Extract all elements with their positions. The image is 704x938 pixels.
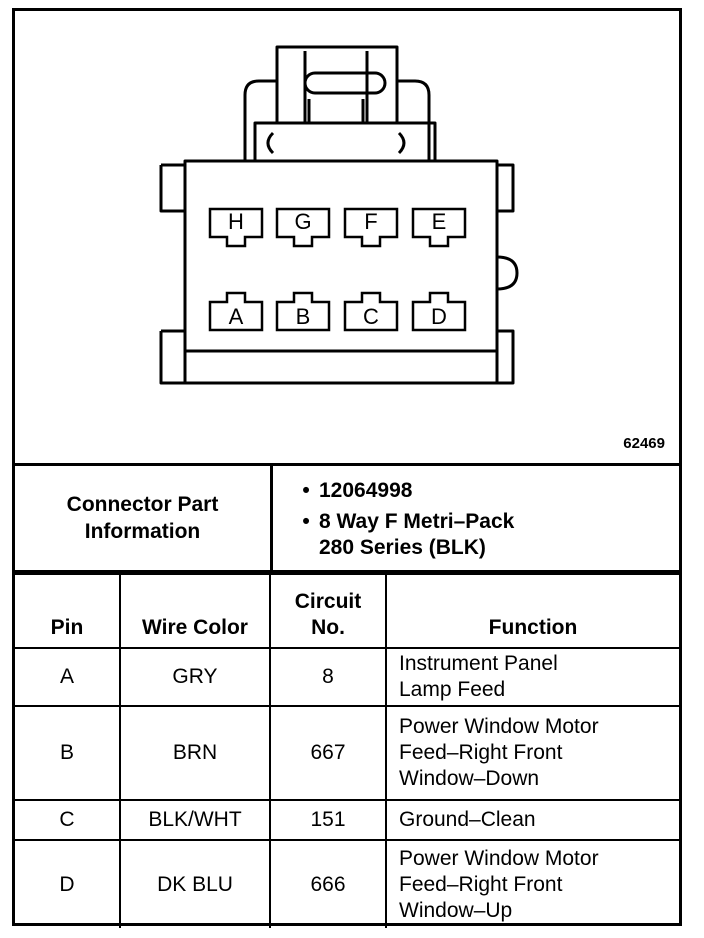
function-cell: Power Window Motor Feed–Right Front Wind… <box>385 705 679 801</box>
pin-cell: A <box>15 647 121 707</box>
pin-label-b: B <box>296 304 311 329</box>
pin-cavity-c <box>343 291 399 332</box>
figure-number: 62469 <box>623 435 665 452</box>
wire-color-cell: GRY <box>119 647 271 707</box>
connector-type-item: • 8 Way F Metri–Pack 280 Series (BLK) <box>273 509 673 561</box>
connector-part-info: Connector Part Information • 12064998 • … <box>15 463 679 573</box>
pin-cavity-d <box>411 291 467 332</box>
wire-color-cell: DK BLU <box>119 839 271 928</box>
header-function: Function <box>385 573 679 649</box>
function-cell: Ground–Clean <box>385 799 679 841</box>
table-row: A GRY 8 Instrument Panel Lamp Feed <box>15 647 679 707</box>
header-pin: Pin <box>15 573 121 649</box>
pin-label-c: C <box>363 304 379 329</box>
wire-color-cell: BLK/WHT <box>119 799 271 841</box>
part-info-label-text: Connector Part Information <box>66 493 219 543</box>
pin-cell: C <box>15 799 121 841</box>
table-row: B BRN 667 Power Window Motor Feed–Right … <box>15 705 679 801</box>
connector-drawing: H G F E A B C D <box>159 45 519 385</box>
pin-cell: D <box>15 839 121 928</box>
part-number-item: • 12064998 <box>273 478 673 504</box>
circuit-cell: 666 <box>269 839 387 928</box>
pin-label-d: D <box>431 304 447 329</box>
pin-cavity-b <box>275 291 331 332</box>
circuit-cell: 667 <box>269 705 387 801</box>
header-circuit-no: Circuit No. <box>269 573 387 649</box>
circuit-cell: 8 <box>269 647 387 707</box>
pin-cavity-e <box>411 207 467 248</box>
pin-label-a: A <box>229 304 244 329</box>
table-row: D DK BLU 666 Power Window Motor Feed–Rig… <box>15 839 679 928</box>
pin-label-h: H <box>228 209 244 234</box>
header-wire-color: Wire Color <box>119 573 271 649</box>
wire-color-cell: BRN <box>119 705 271 801</box>
part-info-list: • 12064998 • 8 Way F Metri–Pack 280 Seri… <box>273 478 673 566</box>
pin-cavity-h <box>208 207 264 248</box>
pin-label-e: E <box>432 209 447 234</box>
part-info-label: Connector Part Information <box>15 466 273 570</box>
pin-table: Pin Wire Color Circuit No. Function A GR… <box>15 573 679 928</box>
pin-cavity-f <box>343 207 399 248</box>
pin-label-g: G <box>294 209 311 234</box>
pin-cell: B <box>15 705 121 801</box>
table-header-row: Pin Wire Color Circuit No. Function <box>15 573 679 649</box>
bullet-icon: • <box>302 510 310 533</box>
bullet-icon: • <box>302 479 310 502</box>
pin-cavity-g <box>275 207 331 248</box>
part-number: 12064998 <box>319 479 413 502</box>
connector-figure: H G F E A B C D 62469 <box>15 11 679 463</box>
circuit-cell: 151 <box>269 799 387 841</box>
pin-cavity-a <box>208 291 264 332</box>
connector-type: 8 Way F Metri–Pack 280 Series (BLK) <box>319 510 515 559</box>
function-cell: Power Window Motor Feed–Right Front Wind… <box>385 839 679 928</box>
pin-label-f: F <box>364 209 377 234</box>
function-cell: Instrument Panel Lamp Feed <box>385 647 679 707</box>
table-row: C BLK/WHT 151 Ground–Clean <box>15 799 679 841</box>
